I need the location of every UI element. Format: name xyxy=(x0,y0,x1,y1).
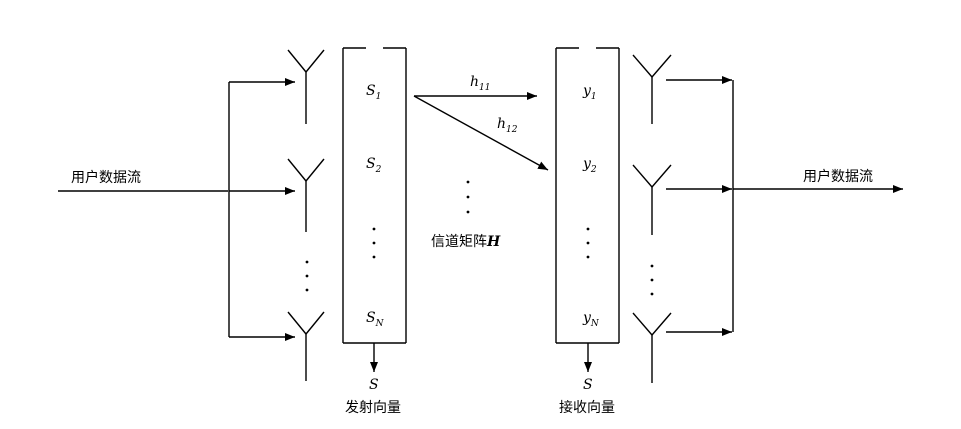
rx-element-1: y1 xyxy=(582,83,597,102)
antenna-icon xyxy=(632,164,672,235)
antenna-icon xyxy=(287,49,325,124)
receive-vector-symbol: S xyxy=(583,377,593,393)
vertical-ellipsis-icon xyxy=(372,227,376,259)
receive-vector-label: 接收向量 xyxy=(559,399,615,416)
rx-element-2: y2 xyxy=(582,156,597,175)
input-stream-label: 用户数据流 xyxy=(71,169,141,186)
channel-coef-h12: h12 xyxy=(497,116,518,135)
antenna-icon xyxy=(632,54,672,124)
antenna-icon xyxy=(287,158,325,232)
channel-coef-h11: h11 xyxy=(470,74,490,93)
antenna-icon xyxy=(632,312,672,383)
rx-element-n: yN xyxy=(582,310,600,329)
vertical-ellipsis-icon xyxy=(305,260,309,292)
channel-matrix-label: 信道矩阵H xyxy=(431,234,501,250)
transmit-vector-symbol: S xyxy=(369,377,379,393)
vertical-ellipsis-icon xyxy=(586,227,590,259)
transmit-vector-label: 发射向量 xyxy=(345,400,401,416)
output-stream-label: 用户数据流 xyxy=(803,168,873,185)
tx-element-2: S2 xyxy=(366,156,382,175)
antenna-icon xyxy=(287,311,325,381)
vertical-ellipsis-icon xyxy=(466,180,470,214)
vertical-ellipsis-icon xyxy=(650,264,654,296)
tx-element-1: S1 xyxy=(366,83,381,102)
tx-element-n: SN xyxy=(366,310,385,329)
channel-arrow-h12 xyxy=(413,95,549,171)
